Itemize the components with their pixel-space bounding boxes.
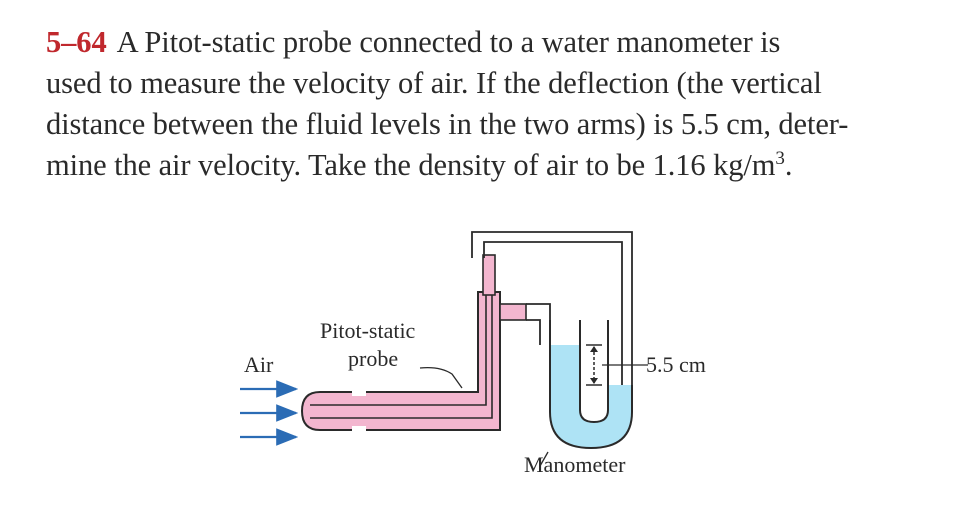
probe-outer-tube	[300, 291, 501, 431]
probe-inner-tube	[310, 258, 493, 419]
probe-label-line1: Pitot-static	[320, 318, 416, 343]
probe-leader-line	[419, 366, 463, 389]
pitot-static-probe	[300, 254, 527, 432]
manometer-outer-wall	[549, 320, 633, 450]
manometer-label: Manometer	[524, 452, 626, 477]
deflection-label: 5.5 cm	[646, 352, 706, 377]
problem-line-4: mine the air velocity. Take the density …	[46, 145, 926, 186]
u-tube-manometer	[549, 320, 648, 450]
static-hole-bottom	[352, 426, 366, 432]
manometer-leader-line	[539, 451, 549, 467]
air-flow-arrows	[240, 380, 299, 446]
problem-number: 5–64	[46, 25, 107, 59]
probe-upper-stem	[482, 254, 496, 296]
problem-text-1: A Pitot-static probe connected to a wate…	[116, 25, 781, 59]
connecting-tubing	[471, 231, 633, 385]
deflection-arrow-up	[590, 346, 598, 352]
upper-tubing	[471, 231, 633, 385]
probe-side-connector	[499, 303, 527, 321]
problem-statement: 5–64 A Pitot-static probe connected to a …	[46, 22, 926, 186]
lower-tubing	[526, 303, 551, 345]
manometer-water	[550, 345, 632, 448]
problem-text-4: mine the air velocity. Take the density …	[46, 148, 776, 182]
manometer-inner-wall	[579, 320, 609, 424]
unit-superscript: 3	[775, 147, 785, 169]
air-label: Air	[244, 352, 274, 377]
problem-end-period: .	[784, 148, 793, 182]
problem-line-3: distance between the fluid levels in the…	[46, 107, 849, 141]
probe-label-line2: probe	[348, 346, 398, 371]
deflection-arrow-down	[590, 378, 598, 384]
problem-line-1: 5–64 A Pitot-static probe connected to a …	[46, 22, 926, 63]
static-hole-top	[352, 390, 366, 396]
problem-line-2: used to measure the velocity of air. If …	[46, 66, 822, 100]
